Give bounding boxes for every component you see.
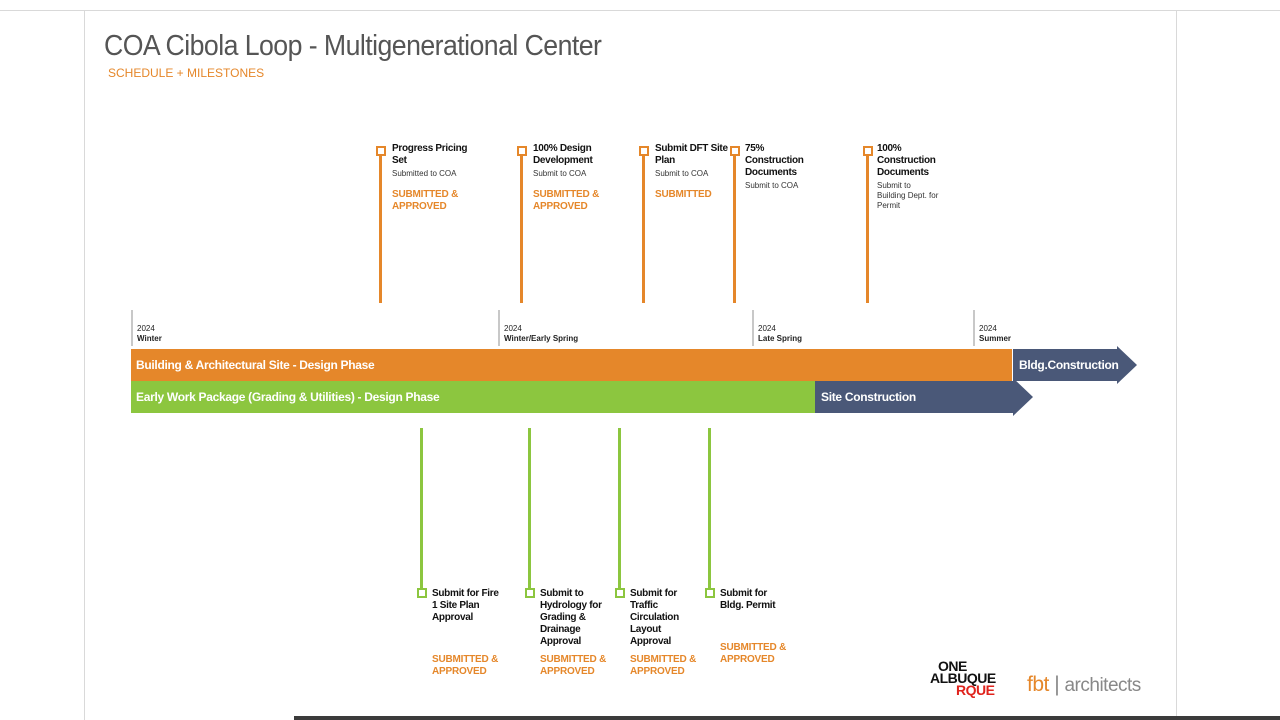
milestone-marker xyxy=(525,588,535,598)
fbt-architects-logo: fbt | architects xyxy=(1027,673,1141,696)
milestone-name: Submit for Traffic Circulation Layout Ap… xyxy=(630,588,679,647)
one-albuquerque-logo: ONE ALBUQUE RQUE xyxy=(930,658,996,698)
milestone-marker xyxy=(615,588,625,598)
milestone-status: SUBMITTED & APPROVED xyxy=(540,654,607,677)
milestone-marker xyxy=(863,146,873,156)
milestone-marker xyxy=(517,146,527,156)
milestone-stem xyxy=(379,156,382,303)
milestone-name: 75% Construction Documents xyxy=(745,143,804,178)
milestone-stem xyxy=(618,428,621,588)
milestone-stem xyxy=(642,156,645,303)
building-design-phase-bar: Building & Architectural Site - Design P… xyxy=(131,349,1012,381)
milestone-stem xyxy=(520,156,523,303)
milestone-status: SUBMITTED & APPROVED xyxy=(392,189,459,212)
slide-right-border xyxy=(1176,10,1177,720)
milestone-status: SUBMITTED & APPROVED xyxy=(630,654,697,677)
arrow-shape xyxy=(1013,346,1137,384)
timeline-tick xyxy=(752,310,754,346)
milestone-stem xyxy=(866,156,869,303)
milestone-name: Progress Pricing Set xyxy=(392,143,468,166)
milestone-status: SUBMITTED xyxy=(655,189,712,200)
milestone-note: Submit to COA xyxy=(745,181,799,190)
arrow-shape xyxy=(815,378,1033,416)
early-work-design-phase-bar: Early Work Package (Grading & Utilities)… xyxy=(131,381,815,413)
milestone-note: Submitted to COA xyxy=(392,169,457,178)
timeline-tick xyxy=(498,310,500,346)
window-top-border xyxy=(0,10,1280,11)
milestone-stem xyxy=(733,156,736,303)
milestone-stem xyxy=(708,428,711,588)
taskbar-strip xyxy=(294,716,1280,720)
timeline-tick xyxy=(131,310,133,346)
milestone-marker xyxy=(730,146,740,156)
slide-left-border xyxy=(84,10,85,720)
milestone-note: Submit to COA xyxy=(533,169,587,178)
page-title: COA Cibola Loop - Multigenerational Cent… xyxy=(104,30,602,62)
milestone-name: Submit for Bldg. Permit xyxy=(720,588,776,611)
milestone-stem xyxy=(420,428,423,588)
milestone-status: SUBMITTED & APPROVED xyxy=(533,189,600,212)
milestone-marker xyxy=(376,146,386,156)
building-construction-label: Bldg.Construction xyxy=(1019,358,1119,372)
milestone-note: Submit to Building Dept. for Permit xyxy=(877,181,939,210)
milestone-stem xyxy=(528,428,531,588)
milestone-name: 100% Design Development xyxy=(533,143,593,166)
milestone-name: 100% Construction Documents xyxy=(877,143,936,178)
site-construction-arrow: Site Construction xyxy=(815,378,1033,416)
milestone-marker xyxy=(417,588,427,598)
milestone-note: Submit to COA xyxy=(655,169,709,178)
milestone-status: SUBMITTED & APPROVED xyxy=(432,654,499,677)
timeline-tick xyxy=(973,310,975,346)
milestone-name: Submit for Fire 1 Site Plan Approval xyxy=(432,588,499,623)
milestone-marker xyxy=(705,588,715,598)
milestone-status: SUBMITTED & APPROVED xyxy=(720,642,787,665)
building-construction-arrow: Bldg.Construction xyxy=(1013,346,1137,384)
milestone-name: Submit DFT Site Plan xyxy=(655,143,728,166)
page-subtitle: SCHEDULE + MILESTONES xyxy=(108,66,265,80)
milestone-name: Submit to Hydrology for Grading & Draina… xyxy=(540,588,602,647)
site-construction-label: Site Construction xyxy=(821,390,916,404)
milestone-marker xyxy=(639,146,649,156)
